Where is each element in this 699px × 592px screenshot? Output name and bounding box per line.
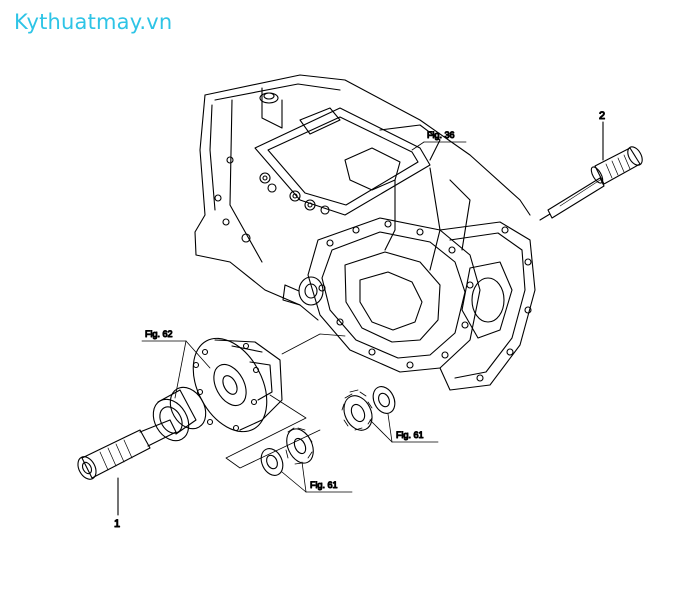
leader-lines [141,141,467,493]
part-number-2: 2 [599,110,605,122]
axle-shaft-right [539,121,643,221]
bearing [152,386,207,442]
axle-shaft-left [77,419,177,516]
watermark-text: Kythuatmay.vn [14,10,173,34]
ring-gear-upper [341,386,396,431]
callout-fig-62: Fig. 62 [145,329,173,339]
callout-fig-61-upper: Fig. 61 [396,430,424,440]
part-number-1: 1 [114,518,120,530]
callout-fig-36: Fig. 36 [427,130,455,140]
transmission-case [194,74,536,391]
differential-case [192,337,283,433]
callout-fig-61-lower: Fig. 61 [310,480,338,490]
pinion-gear-lower [260,427,314,476]
